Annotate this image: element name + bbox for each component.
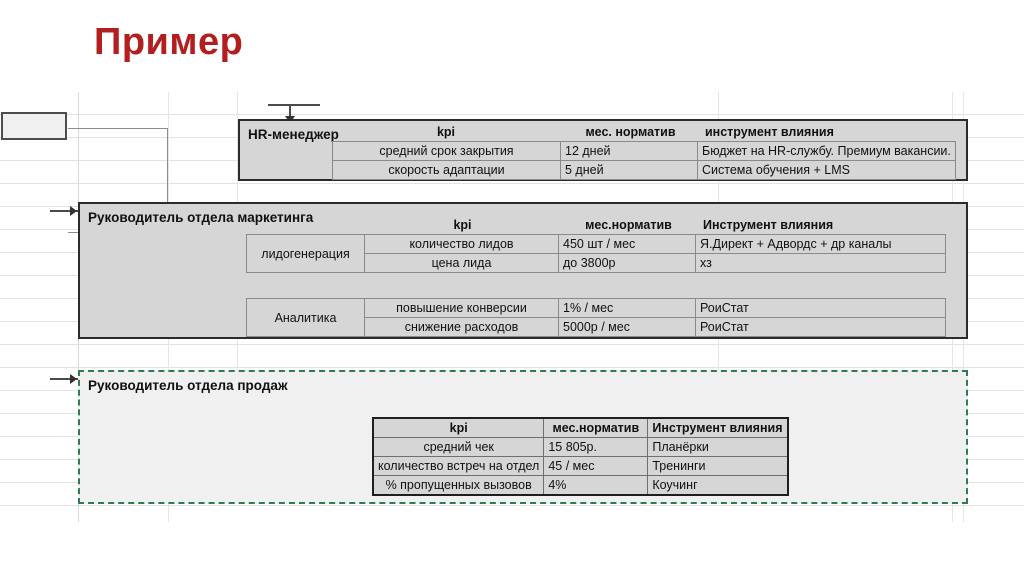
cell-norm: 12 дней (560, 141, 698, 161)
cell-norm: 450 шт / мес (558, 234, 696, 254)
cell-norm: 5000р / мес (558, 317, 696, 337)
cell-group-label: Аналитика (246, 298, 365, 337)
table-row[interactable]: средний чек 15 805р. Планёрки (372, 437, 789, 457)
column-header-tool: Инструмент влияния (703, 218, 834, 232)
kpi-table-hr[interactable]: средний срок закрытия 12 дней Бюджет на … (332, 141, 956, 180)
cell-norm: до 3800р (558, 253, 696, 273)
cell-kpi: количество встреч на отдел (372, 456, 545, 476)
table-row[interactable]: Аналитика повышение конверсии 1% / мес Р… (246, 298, 946, 337)
cell-tool: Я.Директ + Адвордс + др каналы (695, 234, 946, 254)
column-header-kpi: kpi (372, 417, 545, 438)
page-title: Пример (94, 21, 244, 63)
kpi-table-marketing-analytics[interactable]: Аналитика повышение конверсии 1% / мес Р… (246, 298, 946, 337)
arrow-right-icon (70, 374, 77, 384)
column-header-norm: мес.норматив (543, 417, 649, 438)
grid-line-h (0, 505, 1024, 506)
kpi-table-marketing-leadgen[interactable]: лидогенерация количество лидов 450 шт / … (246, 234, 946, 273)
stub-line (68, 128, 168, 129)
cell-kpi: цена лида (364, 253, 559, 273)
cell-tool: РоиСтат (695, 317, 946, 337)
kpi-header-marketing: kpi мес.норматив Инструмент влияния (365, 218, 965, 232)
table-row[interactable]: средний срок закрытия 12 дней Бюджет на … (332, 141, 956, 161)
cell-tool: РоиСтат (695, 298, 946, 318)
block-sales-title: Руководитель отдела продаж (88, 378, 288, 393)
cell-kpi: средний срок закрытия (332, 141, 561, 161)
table-row[interactable]: скорость адаптации 5 дней Система обучен… (332, 160, 956, 180)
column-header-tool: Инструмент влияния (647, 417, 789, 438)
kpi-header-hr: kpi мес. норматив инструмент влияния (330, 125, 970, 139)
cell-norm: 5 дней (560, 160, 698, 180)
cell-norm: 4% (543, 475, 649, 496)
cell-group-label: лидогенерация (246, 234, 365, 273)
grid-line-h (0, 367, 1024, 368)
spreadsheet-canvas: HR-менеджер kpi мес. норматив инструмент… (0, 92, 1024, 522)
cell-kpi: снижение расходов (364, 317, 559, 337)
cell-tool: Система обучения + LMS (697, 160, 956, 180)
connector-line-marketing (50, 210, 78, 212)
grid-line-h (0, 114, 1024, 115)
table-row[interactable]: количество встреч на отдел 45 / мес Трен… (372, 456, 789, 476)
cell-norm: 15 805р. (543, 437, 649, 457)
block-marketing-title: Руководитель отдела маркетинга (88, 210, 314, 225)
empty-cell[interactable] (1, 112, 67, 140)
column-header-kpi: kpi (436, 125, 456, 139)
cell-tool: Бюджет на HR-службу. Премиум вакансии. (697, 141, 956, 161)
table-row[interactable]: % пропущенных вызовов 4% Коучинг (372, 475, 789, 496)
connector-line-sales (50, 378, 78, 380)
column-header-kpi: kpi (453, 218, 472, 232)
cell-tool: хз (695, 253, 946, 273)
cell-kpi: % пропущенных вызовов (372, 475, 545, 496)
table-row[interactable]: лидогенерация количество лидов 450 шт / … (246, 234, 946, 273)
connector-line-hr (268, 104, 320, 106)
cell-kpi: количество лидов (364, 234, 559, 254)
column-header-norm: мес. норматив (585, 125, 676, 139)
cell-norm: 45 / мес (543, 456, 649, 476)
cell-tool: Коучинг (647, 475, 789, 496)
grid-line-h (0, 183, 1024, 184)
table-header-row: kpi мес.норматив Инструмент влияния (372, 417, 789, 438)
table-row[interactable]: цена лида до 3800р хз (247, 253, 946, 273)
cell-tool: Планёрки (647, 437, 789, 457)
cell-tool: Тренинги (647, 456, 789, 476)
kpi-table-sales[interactable]: kpi мес.норматив Инструмент влияния сред… (372, 417, 789, 496)
block-hr-title: HR-менеджер (248, 127, 339, 142)
table-row[interactable]: снижение расходов 5000р / мес РоиСтат (247, 317, 946, 337)
cell-norm: 1% / мес (558, 298, 696, 318)
connector-line-hr (289, 104, 291, 118)
cell-kpi: средний чек (372, 437, 545, 457)
cell-kpi: повышение конверсии (364, 298, 559, 318)
column-header-norm: мес.норматив (585, 218, 672, 232)
grid-line-h (0, 344, 1024, 345)
stub-line (167, 128, 168, 233)
column-header-tool: инструмент влияния (705, 125, 834, 139)
arrow-right-icon (70, 206, 77, 216)
cell-kpi: скорость адаптации (332, 160, 561, 180)
